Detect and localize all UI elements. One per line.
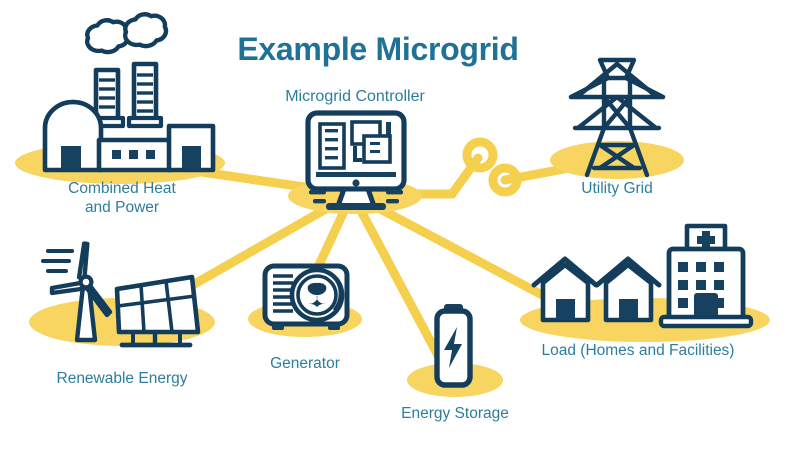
switch-ring-lower[interactable] (488, 163, 522, 197)
houses-hospital-icon[interactable] (531, 223, 754, 329)
smokestack-left (88, 67, 126, 129)
generator-vents (273, 274, 293, 313)
transmission-tower-icon[interactable] (568, 57, 666, 178)
connector-controller-storage (347, 189, 455, 383)
hospital-icon (658, 223, 754, 329)
plant-dome-building (42, 99, 104, 173)
medical-cross-icon (697, 231, 715, 249)
label-microgrid-controller: Microgrid Controller (285, 88, 425, 105)
wind-motion-lines-icon (41, 249, 74, 273)
label-chp-line1: Combined Heat (68, 180, 176, 197)
house-1-icon (531, 256, 599, 323)
plant-right-door (182, 146, 201, 170)
house-2-icon (594, 256, 662, 323)
disconnect-switch[interactable] (462, 137, 522, 197)
plant-main-hall (96, 137, 174, 173)
label-chp-line2: and Power (85, 199, 159, 216)
switch-ring-upper[interactable] (462, 137, 498, 173)
power-plant-icon[interactable] (42, 14, 216, 173)
page-title: Example Microgrid (237, 31, 518, 67)
plant-right-block (166, 123, 216, 173)
battery-bolt-icon[interactable] (434, 304, 473, 388)
generator-fan-icon (307, 282, 327, 307)
turbine-hub (78, 274, 94, 290)
label-energy-storage: Energy Storage (401, 405, 509, 422)
smoke-right-icon (125, 14, 166, 46)
label-utility-grid: Utility Grid (581, 180, 652, 197)
label-generator: Generator (270, 355, 340, 372)
label-load: Load (Homes and Facilities) (542, 342, 735, 359)
computer-monitor-dashboard-icon[interactable] (305, 110, 407, 210)
smokestack-right (126, 61, 164, 129)
generator-unit-icon[interactable] (262, 263, 350, 330)
solar-panel-icon (114, 274, 201, 348)
smoke-left-icon (87, 20, 128, 52)
bolt-icon (444, 327, 462, 368)
label-renewable-energy: Renewable Energy (57, 370, 188, 387)
ground-utility (550, 141, 684, 179)
plant-dome-door (61, 146, 81, 170)
wind-turbine-solar-panel-icon[interactable] (41, 241, 201, 348)
